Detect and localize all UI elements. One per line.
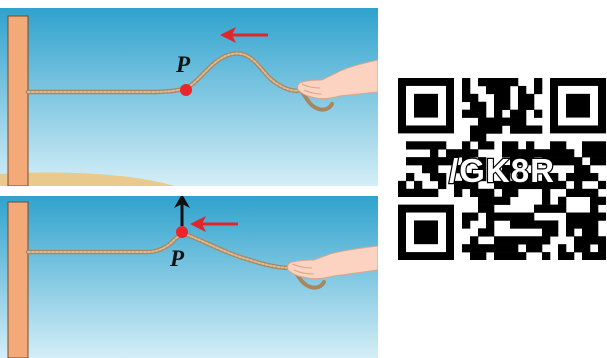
rope-tail — [298, 88, 334, 112]
point-velocity-arrow — [174, 196, 190, 226]
wall-post — [7, 15, 29, 186]
point-p-marker — [176, 226, 188, 238]
bottom-wave-panel: P — [0, 196, 378, 358]
wave-direction-arrow — [190, 216, 238, 232]
bottom-wave-illustration: P — [0, 196, 378, 358]
qr-code[interactable]: /GK8R — [398, 78, 607, 261]
point-p-label: P — [169, 246, 185, 271]
point-p-label: P — [175, 52, 191, 77]
qr-modules — [398, 78, 607, 261]
top-wave-illustration: P — [0, 8, 378, 186]
qr-code-graphic: /GK8R — [398, 78, 607, 261]
wave-direction-arrow — [220, 27, 268, 43]
sand-ground — [0, 172, 175, 186]
point-p-marker — [180, 84, 192, 96]
qr-overlay-text: /GK8R — [449, 152, 555, 189]
hand — [297, 59, 378, 100]
wall-post — [7, 201, 29, 358]
top-wave-panel: P — [0, 8, 378, 186]
hand — [287, 245, 378, 280]
